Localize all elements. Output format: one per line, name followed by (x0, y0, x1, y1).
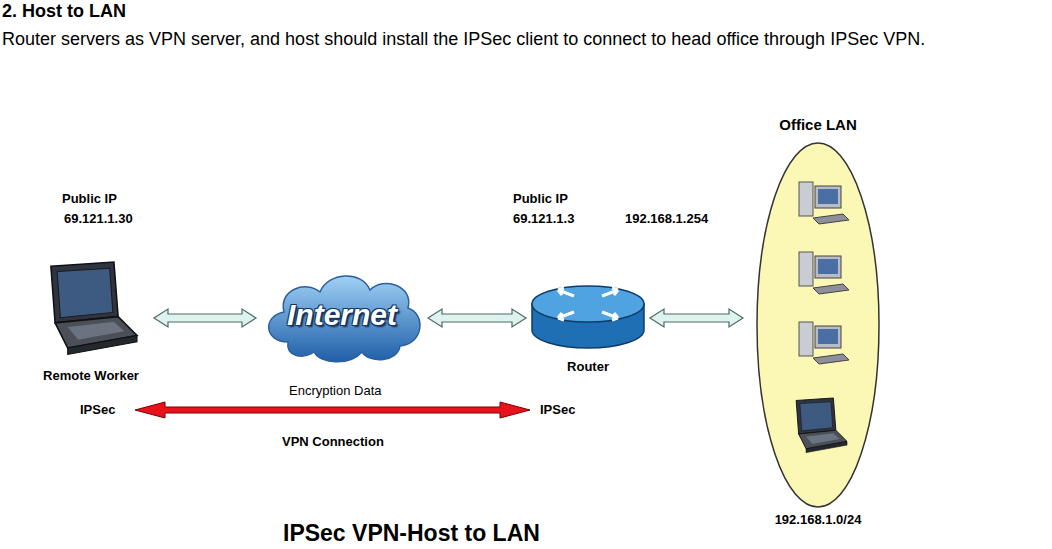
laptop-display (57, 268, 113, 317)
desktop-pc-icon (799, 252, 849, 294)
internet-cloud: Internet (258, 264, 426, 368)
office-lan: Office LAN 192.168.1.0/24 (745, 116, 891, 530)
pc-tower (799, 182, 813, 216)
laptop-keyboard (68, 322, 125, 340)
router-arrow (602, 288, 618, 296)
pc-tower (799, 252, 813, 286)
ip-address: 69.121.1.30 (64, 211, 133, 226)
laptop-svg (30, 258, 152, 362)
desktop-pc-icon (799, 322, 849, 364)
laptop-screen (51, 262, 118, 323)
protocol-label: IPSec (80, 402, 115, 417)
pc-screen (818, 259, 838, 274)
router-arrow (558, 312, 574, 320)
node-text: Office LAN (745, 116, 891, 133)
description-text: Router servers as VPN server, and host s… (2, 27, 1048, 52)
tunnel-label: Encryption Data (287, 383, 384, 398)
link-arrow (154, 309, 256, 327)
protocol-label: IPSec (540, 402, 575, 417)
router-top (532, 286, 644, 322)
desktop-pc-icon (799, 182, 849, 224)
link-arrow (428, 309, 526, 327)
pc-keyboard (813, 284, 849, 294)
pc-keyboard (813, 214, 849, 224)
heading: 2. Host to LAN (2, 1, 126, 22)
remote-worker: Remote Worker (30, 258, 152, 386)
ip-label: Public IP (62, 191, 117, 206)
router-arrow (602, 312, 618, 320)
router: Router (528, 280, 648, 378)
pc-screen (818, 189, 838, 204)
pc-screen (818, 329, 838, 344)
pc-monitor (815, 256, 841, 278)
node-text: Remote Worker (30, 368, 152, 383)
lan-ellipse (757, 143, 879, 507)
laptop-keyboard (806, 433, 839, 444)
laptop-icon (51, 262, 137, 354)
ip-address: 69.121.1.3 (513, 211, 574, 226)
laptop-icon (796, 398, 847, 453)
pc-monitor (815, 326, 841, 348)
router-arrow (558, 288, 574, 296)
router-svg (528, 280, 648, 356)
node-text: Internet (258, 298, 426, 332)
pc-keyboard (813, 354, 849, 364)
link-arrow (650, 309, 743, 327)
node-text: Router (528, 359, 648, 374)
connection-label: VPN Connection (282, 434, 384, 449)
node-text: 192.168.1.0/24 (745, 512, 891, 527)
ip-address: 192.168.1.254 (625, 211, 708, 226)
lan-ellipse-svg (745, 140, 891, 510)
pc-monitor (815, 186, 841, 208)
figure-caption: IPSec VPN-Host to LAN (283, 520, 540, 547)
laptop-display (800, 402, 833, 431)
vpn-tunnel-arrow (135, 402, 530, 418)
laptop-screen (796, 398, 836, 434)
ip-label: Public IP (513, 191, 568, 206)
pc-tower (799, 322, 813, 356)
